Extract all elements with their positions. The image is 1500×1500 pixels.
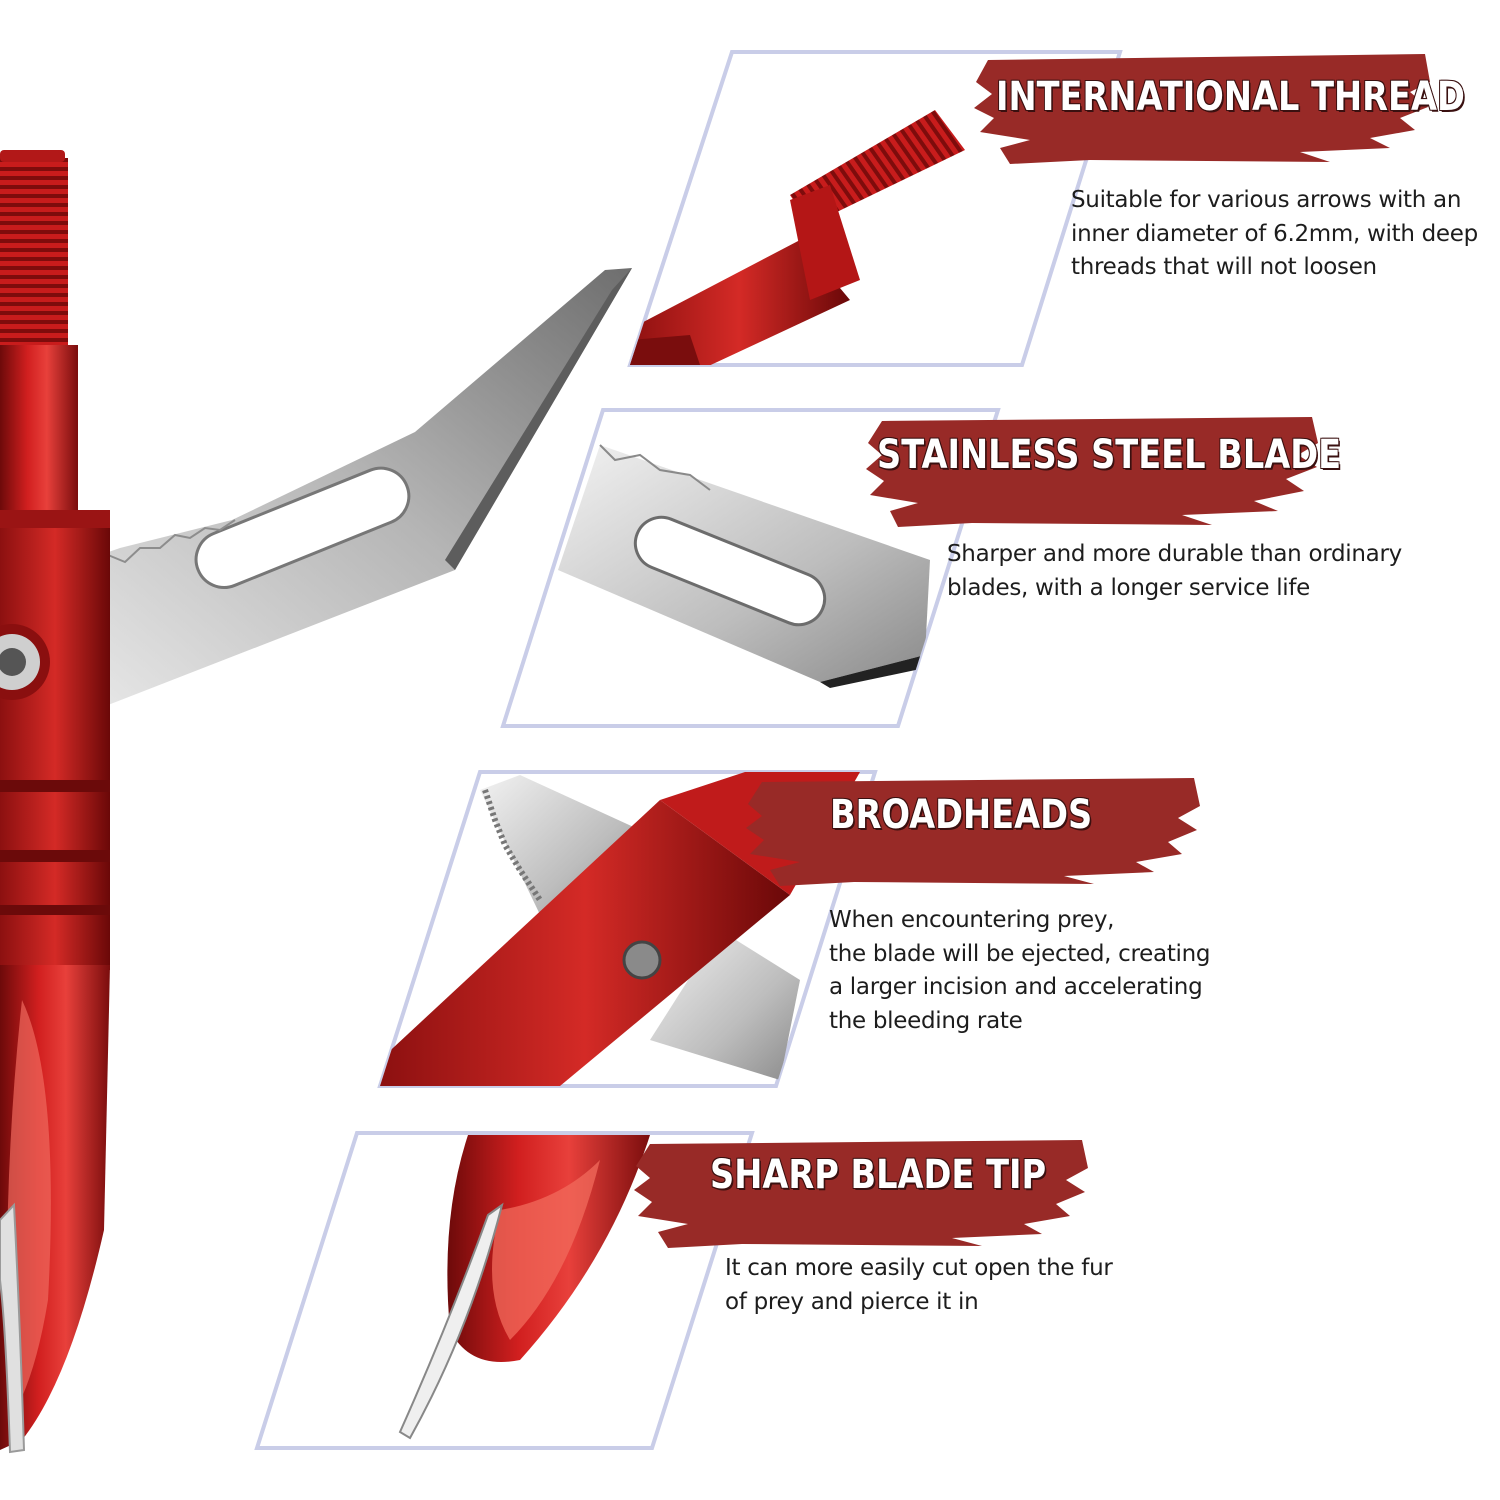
description-line: Sharper and more durable than ordinary xyxy=(947,541,1402,567)
panel-broadheads xyxy=(377,770,878,1088)
description-line: of prey and pierce it in xyxy=(725,1288,979,1315)
feature-description-blade: Sharper and more durable than ordinary b… xyxy=(947,538,1402,605)
feature-description-broadheads: When encountering prey, the blade will b… xyxy=(829,904,1211,1038)
feature-description-tip: It can more easily cut open the fur of p… xyxy=(725,1252,1113,1319)
feature-title-broadheads: BROADHEADS xyxy=(830,792,1093,838)
description-line: It can more easily cut open the fur xyxy=(725,1255,1113,1281)
side-blade-shape xyxy=(95,268,632,705)
feature-title-sharp-blade-tip: SHARP BLADE TIP xyxy=(710,1152,1047,1198)
panel-blade xyxy=(500,408,1001,728)
brush-stroke-3 xyxy=(746,778,1200,886)
brush-stroke-4 xyxy=(634,1140,1088,1248)
feature-title-international-thread: INTERNATIONAL THREAD xyxy=(996,74,1465,120)
description-line: When encountering prey, xyxy=(829,907,1115,933)
feature-description-thread: Suitable for various arrows with an inne… xyxy=(1071,184,1478,285)
description-line: inner diameter of 6.2mm, with deep xyxy=(1071,220,1478,247)
feature-title-stainless-steel-blade: STAINLESS STEEL BLADE xyxy=(877,432,1342,478)
description-line: the bleeding rate xyxy=(829,1007,1023,1034)
description-line: threads that will not loosen xyxy=(1071,254,1377,280)
brush-stroke-1 xyxy=(974,54,1430,164)
description-line: a larger incision and accelerating xyxy=(829,974,1203,1000)
description-line: blades, with a longer service life xyxy=(947,574,1311,601)
brush-stroke-2 xyxy=(866,417,1318,527)
body-shape xyxy=(0,510,110,970)
description-line: the blade will be ejected, creating xyxy=(829,940,1211,967)
thread-stud-shape xyxy=(0,158,68,348)
panel-tip xyxy=(254,1131,755,1450)
description-line: Suitable for various arrows with an xyxy=(1071,187,1462,213)
